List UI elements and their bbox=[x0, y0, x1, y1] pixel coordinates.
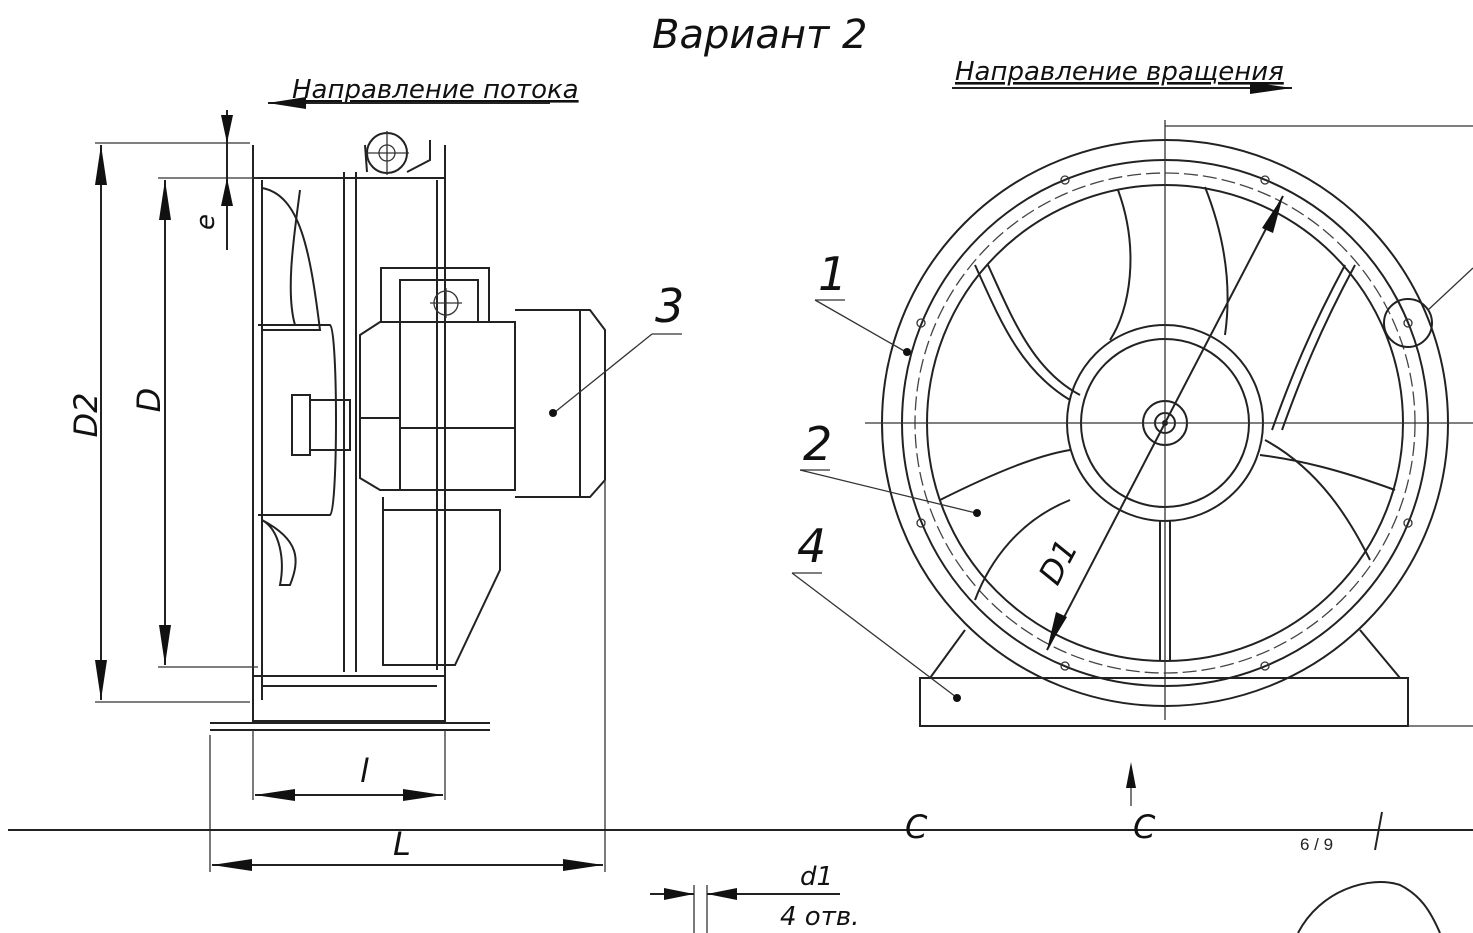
motor-support bbox=[382, 497, 501, 666]
flange-bolt-holes bbox=[916, 175, 1413, 671]
side-view bbox=[210, 131, 606, 731]
page-indicator: 6 / 9 bbox=[1300, 835, 1333, 854]
callout-3-label: 3 bbox=[655, 279, 684, 333]
partial-drawing-arc bbox=[1297, 881, 1441, 933]
section-line: С С bbox=[8, 762, 1473, 851]
base-frame bbox=[252, 675, 446, 722]
callout-1: 1 bbox=[814, 247, 911, 356]
front-view: D1 bbox=[865, 120, 1473, 727]
section-label-right: С bbox=[1133, 808, 1156, 846]
dim-L: L bbox=[393, 825, 411, 863]
base-front bbox=[919, 677, 1409, 727]
rotation-arrow-icon bbox=[1250, 82, 1292, 94]
rotation-direction-label: Направление вращения bbox=[955, 57, 1284, 87]
callout-4: 4 bbox=[791, 519, 961, 702]
dim-holes: 4 отв. bbox=[780, 902, 859, 932]
drawing-title: Вариант 2 bbox=[652, 12, 867, 58]
dim-D2: D2 bbox=[67, 393, 105, 438]
dim-e: e bbox=[191, 214, 221, 230]
callout-4-label: 4 bbox=[797, 519, 826, 573]
hub bbox=[258, 324, 337, 516]
side-view-dimensions: D2 D e l L d1 4 отв. bbox=[67, 110, 859, 933]
section-label-left: С bbox=[905, 808, 928, 846]
blade-profile-bottom bbox=[261, 519, 297, 586]
callout-1-label: 1 bbox=[818, 247, 847, 301]
dim-l: l bbox=[360, 752, 369, 790]
flow-arrow-icon bbox=[268, 97, 306, 109]
dim-D1: D1 bbox=[1031, 533, 1086, 591]
callout-3: 3 bbox=[549, 279, 684, 417]
dim-d1: d1 bbox=[800, 862, 833, 892]
impeller-blades bbox=[939, 186, 1396, 660]
callout-2: 2 bbox=[799, 417, 981, 517]
motor bbox=[359, 267, 606, 498]
blade-profile-top bbox=[261, 187, 322, 331]
detail-circle bbox=[1383, 298, 1433, 348]
flow-direction-indicator: Направление потока bbox=[268, 75, 579, 109]
flow-direction-label: Направление потока bbox=[292, 75, 579, 105]
callout-2-label: 2 bbox=[803, 417, 832, 471]
dim-D1-line bbox=[1046, 195, 1284, 651]
section-arrow-icon bbox=[1126, 762, 1136, 788]
rotation-direction-indicator: Направление вращения bbox=[952, 57, 1292, 94]
dim-D: D bbox=[130, 388, 168, 413]
